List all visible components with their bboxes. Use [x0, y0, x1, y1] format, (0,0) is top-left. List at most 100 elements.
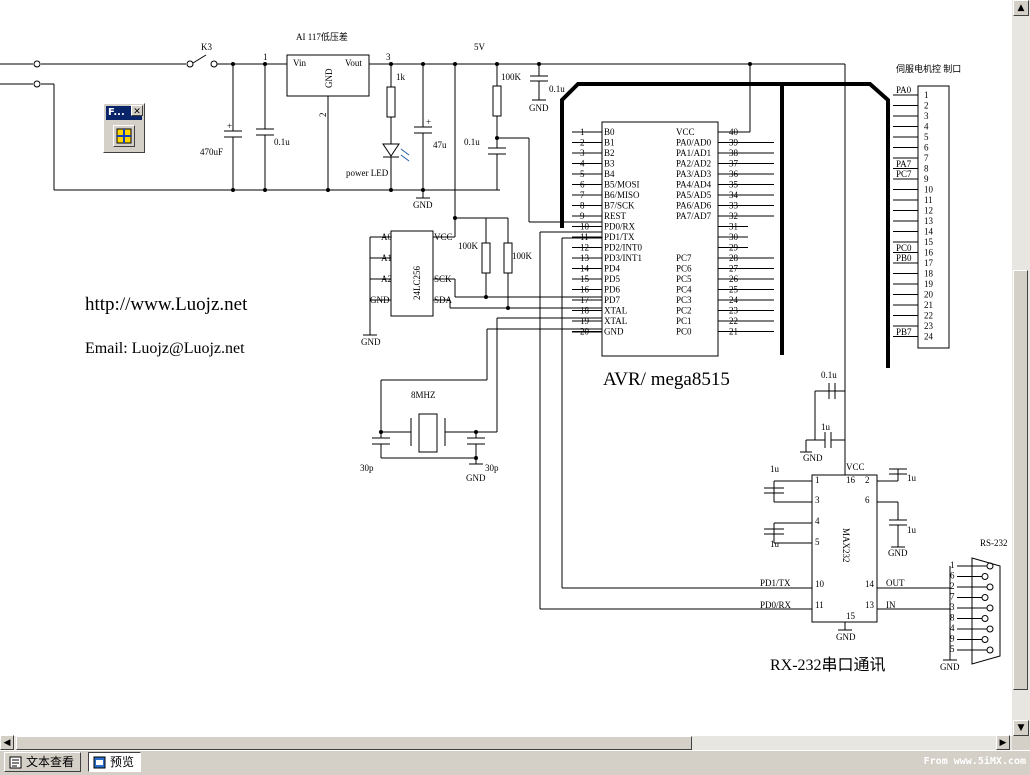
- svg-text:1: 1: [263, 52, 268, 62]
- mcu-pin-number: 15: [580, 274, 590, 284]
- regulator-gnd: GND: [324, 68, 334, 88]
- data-bus: [560, 82, 890, 368]
- power-section: K3 + 470uF 0.1u 1 Vin Vout GND AI 117低压差…: [0, 31, 846, 475]
- mcu-pin-number: 36: [729, 169, 739, 179]
- mcu-pin-name: PC5: [676, 274, 692, 284]
- svg-text:GND: GND: [803, 453, 823, 463]
- mcu-pin-name: PD6: [604, 285, 621, 295]
- servo-pin-number: 10: [924, 185, 934, 195]
- crystal-label: 8MHZ: [411, 390, 436, 400]
- scroll-left-icon[interactable]: ◀: [0, 735, 14, 750]
- rs232-pin-number: 4: [950, 623, 955, 633]
- mcu-pin-name: REST: [604, 211, 627, 221]
- svg-text:PA0: PA0: [896, 85, 912, 95]
- mcu-title: AVR/ mega8515: [603, 369, 730, 390]
- rs232-pin: [981, 615, 989, 622]
- mcu-pin-number: 10: [580, 222, 590, 232]
- rs232-pin-number: 2: [950, 581, 955, 591]
- rs232-pin-number: 6: [950, 571, 955, 581]
- max232-name: MAX232: [841, 528, 851, 563]
- mcu-pin-name: GND: [604, 327, 624, 337]
- servo-pin-number: 22: [924, 311, 933, 321]
- svg-text:PC7: PC7: [896, 169, 912, 179]
- text-view-icon: [9, 756, 22, 768]
- servo-pin-number: 12: [924, 206, 933, 216]
- servo-pin-number: 3: [924, 111, 929, 121]
- mcu-pin-name: PA4/AD4: [676, 180, 712, 190]
- mcu-pin-number: 8: [580, 201, 585, 211]
- horizontal-scroll-thumb[interactable]: [16, 736, 692, 750]
- servo-pin-number: 19: [924, 279, 934, 289]
- rs232-pin: [981, 573, 989, 580]
- svg-text:GND: GND: [361, 337, 381, 347]
- svg-text:100K: 100K: [458, 241, 479, 251]
- mcu-pin-name: PA0/AD0: [676, 138, 712, 148]
- svg-text:1: 1: [815, 475, 820, 485]
- scroll-right-icon[interactable]: ▶: [996, 735, 1010, 750]
- svg-text:PB7: PB7: [896, 327, 912, 337]
- rs232-pin: [986, 625, 994, 633]
- floating-toolbar[interactable]: F... ✕: [103, 103, 145, 153]
- mcu-pin-name: B3: [604, 159, 615, 169]
- servo-pin-number: 8: [924, 164, 929, 174]
- svg-text:PD0/RX: PD0/RX: [760, 600, 792, 610]
- mcu-pin-name: PA6/AD6: [676, 201, 712, 211]
- scroll-up-icon[interactable]: ▲: [1013, 0, 1029, 16]
- mcu-pin-number: 13: [580, 253, 590, 263]
- svg-text:VCC: VCC: [846, 462, 865, 472]
- c47-label: 47u: [433, 140, 447, 150]
- r100k-label: 100K: [501, 72, 522, 82]
- switch-label: K3: [201, 42, 212, 52]
- mcu-pin-name: B0: [604, 127, 615, 137]
- tab-preview[interactable]: 预览: [88, 752, 142, 772]
- grid-icon: [116, 128, 132, 144]
- mcu-pin-name: PA2/AD2: [676, 159, 711, 169]
- close-icon[interactable]: ✕: [131, 105, 143, 116]
- schematic-diagram: K3 + 470uF 0.1u 1 Vin Vout GND AI 117低压差…: [0, 31, 1008, 674]
- mcu-pin-number: 3: [580, 148, 585, 158]
- mcu-pin-name: PD3/INT1: [604, 253, 642, 263]
- regulator-vin: Vin: [293, 58, 306, 68]
- mcu-pin-number: 40: [729, 127, 739, 137]
- mcu-pin-name: PC6: [676, 264, 692, 274]
- scroll-down-icon[interactable]: ▼: [1013, 720, 1029, 736]
- svg-text:100K: 100K: [512, 251, 533, 261]
- tab-text-view[interactable]: 文本查看: [4, 752, 82, 772]
- mcu-pin-number: 27: [729, 264, 739, 274]
- watermark: From www.5iMX.com: [923, 756, 1026, 767]
- mcu-pin-name: B4: [604, 169, 615, 179]
- mcu-pin-number: 34: [729, 190, 739, 200]
- svg-text:16: 16: [846, 475, 856, 485]
- crystal-section: 8MHZ 30p 30p GND: [360, 317, 602, 483]
- mcu-pin-number: 5: [580, 169, 585, 179]
- mcu-pin-number: 30: [729, 232, 739, 242]
- horizontal-scrollbar[interactable]: ◀ ▶: [0, 735, 1012, 750]
- svg-text:1u: 1u: [770, 539, 780, 549]
- servo-pin-number: 4: [924, 122, 929, 132]
- grid-tool-button[interactable]: [113, 125, 135, 147]
- svg-text:IN: IN: [886, 600, 896, 610]
- rs232-pin-number: 7: [950, 592, 955, 602]
- svg-text:PD1/TX: PD1/TX: [760, 578, 791, 588]
- servo-title: 伺服电机控 制口: [896, 63, 961, 74]
- mcu-pin-name: PD1/TX: [604, 232, 635, 242]
- mcu-pin-name: PA7/AD7: [676, 211, 712, 221]
- servo-pin-number: 17: [924, 258, 934, 268]
- rs232-pin: [986, 562, 994, 570]
- svg-text:30p: 30p: [485, 463, 499, 473]
- mcu-pin-number: 18: [580, 306, 590, 316]
- servo-pin-number: 15: [924, 237, 934, 247]
- vertical-scroll-thumb[interactable]: [1013, 270, 1028, 690]
- servo-pin-number: 2: [924, 101, 929, 111]
- mcu-pin-number: 26: [729, 274, 739, 284]
- vertical-scrollbar[interactable]: ▲ ▼: [1012, 0, 1030, 736]
- svg-text:GND: GND: [888, 548, 908, 558]
- max232-chip: VCC MAX232 1 3 4 5 10 11 16 2 6 14 13 15…: [539, 231, 950, 674]
- c470-label: 470uF: [200, 147, 223, 157]
- svg-text:1u: 1u: [907, 525, 917, 535]
- mcu-pin-number: 33: [729, 201, 739, 211]
- mcu-pin-name: PC1: [676, 316, 692, 326]
- servo-pin-number: 7: [924, 153, 929, 163]
- servo-pin-number: 21: [924, 300, 933, 310]
- svg-text:+: +: [227, 121, 232, 131]
